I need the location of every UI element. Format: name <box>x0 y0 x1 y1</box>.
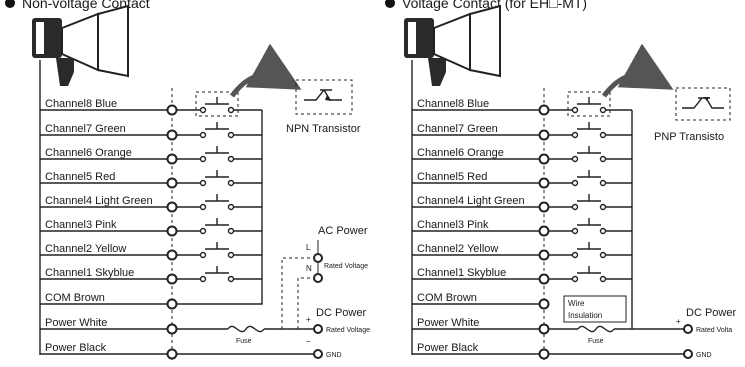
fuse-icon <box>227 325 265 333</box>
ac-line-n <box>297 277 314 329</box>
panel-title: Voltage Contact (for EH□-MT) <box>402 0 587 11</box>
pnp-label: PNP Transisto <box>654 131 724 143</box>
channel-label: Channel7 Green <box>417 123 498 135</box>
channel-label: COM Brown <box>45 292 105 304</box>
signal-tower-icon <box>32 4 129 100</box>
dc-minus-label: − <box>306 337 311 346</box>
channel-label: Channel8 Blue <box>417 98 489 110</box>
dc-rated-label: Rated Voltage <box>326 327 370 334</box>
wire-insulation-box <box>563 295 627 323</box>
ac-power-label: AC Power <box>318 225 368 237</box>
channel-label: Channel4 Light Green <box>45 195 153 207</box>
signal-tower-icon <box>404 4 501 100</box>
fuse-icon <box>577 325 615 333</box>
channel-label: Channel6 Orange <box>417 147 504 159</box>
fuse-label: Fuse <box>588 338 604 345</box>
panel-title: Non-voltage Contact <box>22 0 150 11</box>
channel-label: Power Black <box>45 342 107 354</box>
dc-power-label: DC Power <box>686 307 736 319</box>
pnp-transistor-icon <box>675 87 731 121</box>
channel-label: Channel2 Yellow <box>417 243 498 255</box>
panel-non-voltage: Non-voltage Contact <box>5 0 370 360</box>
channel-label: Channel3 Pink <box>417 219 489 231</box>
ac-line-l <box>281 257 314 329</box>
panel-voltage: Voltage Contact (for EH□-MT) Channel8 <box>385 0 736 360</box>
channel-rows <box>40 109 172 355</box>
gnd-label: GND <box>696 352 712 359</box>
gnd-terminal <box>313 349 323 359</box>
gnd-terminal <box>683 349 693 359</box>
channel-label: Channel7 Green <box>45 123 126 135</box>
title-bullet <box>5 0 15 8</box>
gnd-label: GND <box>326 352 342 359</box>
dc-plus-terminal <box>313 324 323 334</box>
switches <box>548 97 633 329</box>
channel-label: Channel4 Light Green <box>417 195 525 207</box>
arrow-icon <box>229 43 302 98</box>
dc-plus-label: + <box>306 315 311 324</box>
channel-label: Channel1 Skyblue <box>417 267 506 279</box>
channel-label: Channel5 Red <box>45 171 115 183</box>
channel-label: Channel1 Skyblue <box>45 267 134 279</box>
channel-label: Power White <box>45 317 107 329</box>
arrow-icon <box>601 43 674 98</box>
channel-label: COM Brown <box>417 292 477 304</box>
channel-label: Power Black <box>417 342 479 354</box>
ac-rated-label: Rated Voltage <box>324 263 368 270</box>
title-bullet <box>385 0 395 8</box>
channel-labels: Channel8 Blue Channel7 Green Channel6 Or… <box>417 98 525 354</box>
ac-l-label: L <box>306 243 311 252</box>
channel-label: Channel2 Yellow <box>45 243 126 255</box>
channel-label: Channel6 Orange <box>45 147 132 159</box>
channel-label: Channel3 Pink <box>45 219 117 231</box>
ac-n-terminal <box>313 273 323 283</box>
switches <box>176 97 263 305</box>
channel-label: Channel5 Red <box>417 171 487 183</box>
channel-rows <box>412 109 544 355</box>
dc-plus-label: + <box>676 317 681 326</box>
channel-labels: Channel8 Blue Channel7 Green Channel6 Or… <box>45 98 153 354</box>
channel-label: Power White <box>417 317 479 329</box>
dc-power-label: DC Power <box>316 307 366 319</box>
wire-insulation-line2: Insulation <box>568 311 602 320</box>
npn-label: NPN Transistor <box>286 123 361 135</box>
dc-plus-terminal <box>683 324 693 334</box>
highlight-box <box>195 91 239 117</box>
fuse-label: Fuse <box>236 338 252 345</box>
ac-n-label: N <box>306 264 312 273</box>
wire-insulation-line1: Wire <box>568 299 585 308</box>
highlight-box <box>567 91 611 117</box>
channel-label: Channel8 Blue <box>45 98 117 110</box>
dc-rated-label: Rated Volta <box>696 327 732 334</box>
ac-l-terminal <box>313 253 323 263</box>
npn-transistor-icon <box>295 79 353 115</box>
